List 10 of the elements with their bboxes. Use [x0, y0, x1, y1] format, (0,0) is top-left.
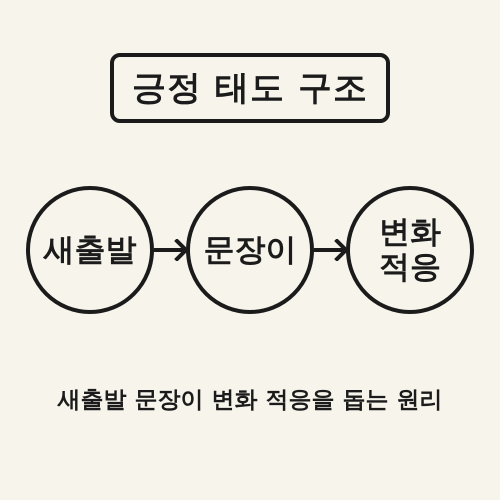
arrow — [154, 239, 188, 261]
title-box: 긍정 태도 구조 — [110, 53, 390, 123]
node-label: 문장이 — [204, 232, 296, 268]
node-label: 변화 적응 — [378, 215, 442, 285]
arrow — [314, 239, 348, 261]
process-circle — [346, 186, 474, 314]
process-circle — [186, 186, 314, 314]
process-circle — [26, 186, 154, 314]
caption: 새출발 문장이 변화 적응을 돕는 원리 — [57, 387, 443, 413]
node-label: 새출발 — [44, 232, 136, 268]
